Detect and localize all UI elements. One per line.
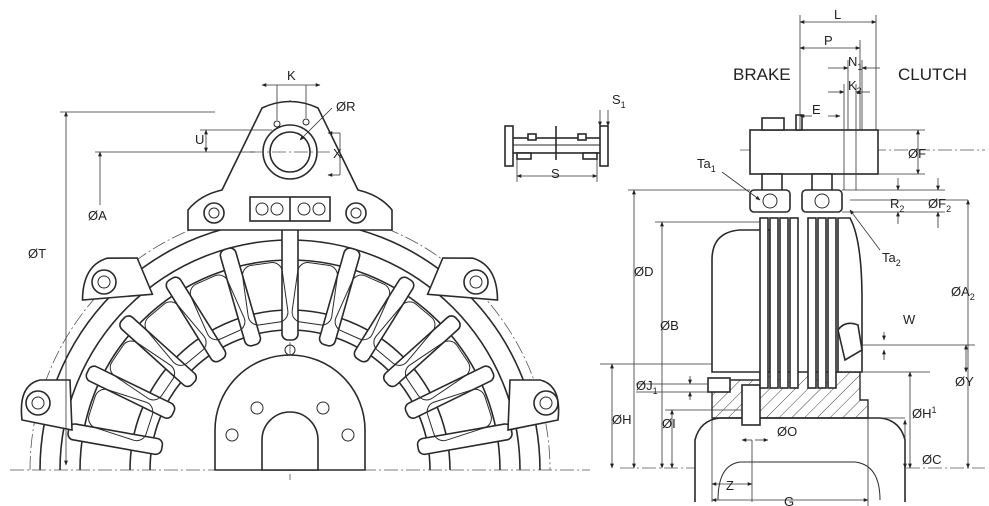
label-K: K [287, 68, 296, 83]
label-U: U [195, 132, 204, 147]
label-P: P [824, 33, 833, 48]
label-K2: K2 [848, 78, 862, 96]
label-A2: ØA2 [951, 284, 975, 302]
label-Ta1: Ta1 [697, 156, 716, 174]
label-R2: R2 [890, 196, 904, 214]
label-Z: Z [726, 478, 734, 493]
label-F: ØF [908, 146, 926, 161]
labels: BRAKE CLUTCH K ØR U X ØA ØT S1 S L P N1 … [28, 7, 975, 506]
front-view [10, 83, 590, 480]
label-S: S [551, 166, 560, 181]
label-C: ØC [922, 452, 942, 467]
side-view [600, 15, 985, 506]
label-F2: ØF2 [928, 196, 951, 214]
top-view [504, 110, 610, 182]
label-R: ØR [336, 99, 356, 114]
label-J1: ØJ1 [636, 378, 658, 396]
label-G: G [784, 494, 794, 506]
label-X: X [333, 146, 342, 161]
label-W: W [903, 312, 916, 327]
label-Y: ØY [955, 374, 974, 389]
label-I: ØI [662, 416, 676, 431]
label-H: ØH [612, 412, 632, 427]
label-S1: S1 [612, 92, 626, 110]
label-B: ØB [660, 318, 679, 333]
label-H1: ØH1 [912, 405, 937, 421]
label-A: ØA [88, 208, 107, 223]
label-O: ØO [777, 424, 797, 439]
label-L: L [834, 7, 841, 22]
label-N1: N1 [848, 54, 862, 72]
heading-brake: BRAKE [733, 65, 791, 84]
label-E: E [812, 102, 821, 117]
heading-clutch: CLUTCH [898, 65, 967, 84]
label-D: ØD [634, 264, 654, 279]
label-Ta2: Ta2 [882, 250, 901, 268]
label-T: ØT [28, 246, 46, 261]
